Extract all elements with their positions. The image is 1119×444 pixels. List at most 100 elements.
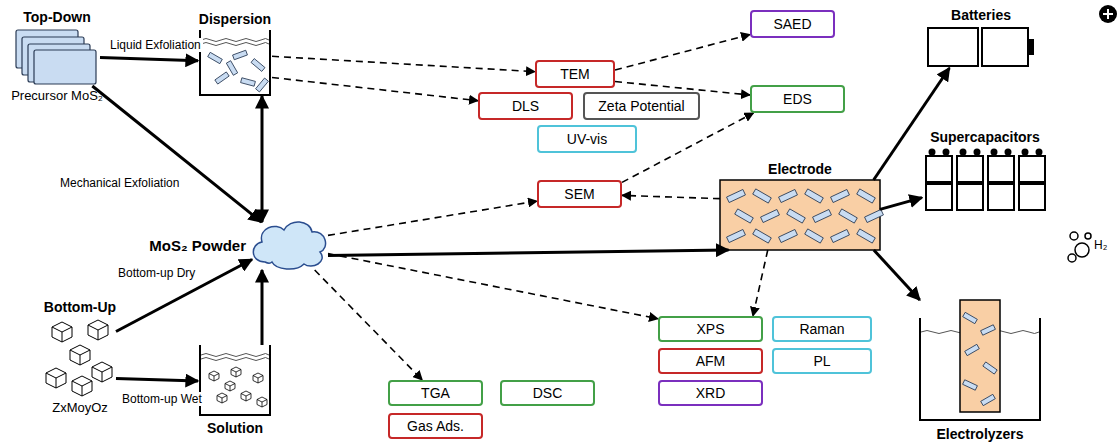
cube <box>52 322 72 342</box>
method-box: AFM <box>658 348 763 374</box>
node-title: Electrode <box>768 161 832 177</box>
terminal <box>975 150 980 155</box>
cube <box>209 371 219 381</box>
node-title: Batteries <box>951 7 1011 23</box>
precursor-cubes <box>209 367 267 407</box>
flake <box>753 229 772 243</box>
electrode-sheet <box>720 180 880 250</box>
edge-label: Liquid Exfoliation <box>108 38 203 52</box>
flake <box>787 209 806 223</box>
flakes <box>208 50 269 92</box>
edge-label: Bottom-up Dry <box>116 266 197 280</box>
cube <box>70 345 90 365</box>
cube <box>46 368 66 388</box>
method-box: DSC <box>500 380 595 406</box>
characterization-arrow <box>328 254 658 319</box>
process-arrow <box>880 198 922 210</box>
dispersion-beaker <box>200 30 270 95</box>
flake <box>831 229 850 242</box>
box-label: Gas Ads. <box>407 418 464 434</box>
battery-icon <box>928 28 1033 66</box>
process-arrow <box>92 86 261 222</box>
edge-label: Mechanical Exfoliation <box>58 176 181 190</box>
gas-label: H₂ <box>1094 238 1107 252</box>
flake <box>831 189 850 202</box>
flake <box>779 189 798 202</box>
edge-label: Bottom-up Wet <box>120 392 204 406</box>
flakes <box>727 189 884 243</box>
method-box: TEM <box>535 60 615 88</box>
method-box: Raman <box>772 316 872 342</box>
flake <box>813 209 832 222</box>
box-label: DSC <box>533 385 563 401</box>
powder-cloud: MoS₂ Powder <box>252 222 328 270</box>
cell <box>957 184 983 210</box>
method-box: EDS <box>750 85 845 113</box>
process-arrow <box>261 96 264 222</box>
battery: Batteries <box>926 26 1036 68</box>
node-title: Supercapacitors <box>930 129 1040 145</box>
box-label: UV-vis <box>567 131 607 147</box>
dispersion-beaker: Dispersion <box>198 30 272 96</box>
node-caption: ZxMoyOz <box>52 401 108 416</box>
characterization-arrow <box>328 201 537 235</box>
box-label: TGA <box>421 385 450 401</box>
characterization-arrow <box>615 35 750 71</box>
process-arrow <box>874 250 920 300</box>
method-box: DLS <box>478 92 573 120</box>
node-title: Electrolyzers <box>936 426 1023 442</box>
flake <box>727 189 746 202</box>
flake <box>753 189 772 203</box>
terminal <box>1006 150 1011 155</box>
method-box: SEM <box>537 180 622 208</box>
cell <box>926 156 952 182</box>
cell <box>1019 184 1045 210</box>
cube <box>225 381 235 391</box>
flake <box>251 59 265 72</box>
box-label: XPS <box>696 321 724 337</box>
characterization-arrow <box>622 113 753 182</box>
box-label: TEM <box>560 66 590 82</box>
cube <box>241 391 251 401</box>
supercapacitor-icon <box>926 150 1045 211</box>
cube <box>72 376 92 396</box>
method-box: UV-vis <box>537 125 637 153</box>
terminal <box>1037 150 1042 155</box>
flakes <box>963 312 998 405</box>
characterization-arrow <box>753 250 768 316</box>
terminal <box>944 150 949 155</box>
method-box: TGA <box>388 380 483 406</box>
precursor-sheets: Top-DownPrecursor MoS₂ <box>14 28 100 86</box>
precursor-cubes <box>46 320 112 396</box>
solution-beaker <box>200 345 270 415</box>
terminal <box>992 150 997 155</box>
flake <box>965 344 980 355</box>
electrode: Electrode <box>720 180 880 250</box>
node-caption: Precursor MoS₂ <box>11 89 103 104</box>
node-title: Dispersion <box>199 11 271 27</box>
gas-bubbles <box>1068 232 1091 262</box>
flake <box>241 78 256 86</box>
node-title: Top-Down <box>23 9 90 25</box>
powder-cloud <box>253 222 325 269</box>
cube <box>257 397 267 407</box>
flake <box>735 209 754 223</box>
cell <box>988 156 1014 182</box>
process-arrow <box>116 378 198 380</box>
flake <box>983 362 997 374</box>
flake <box>805 189 824 203</box>
flake <box>981 325 996 335</box>
method-box: Gas Ads. <box>388 413 483 439</box>
electrolyzer: Electrolyzers <box>918 300 1042 422</box>
characterization-arrow <box>272 77 478 100</box>
cube <box>88 320 108 340</box>
node-title: MoS₂ Powder <box>149 237 246 254</box>
process-arrow <box>116 260 252 332</box>
cube <box>231 367 241 377</box>
terminal <box>930 150 935 155</box>
precursor-cubes: Bottom-UpZxMoyOz <box>44 318 116 398</box>
flake <box>963 312 978 323</box>
box-label: EDS <box>783 91 812 107</box>
box-label: SEM <box>564 186 594 202</box>
process-arrow <box>261 270 264 345</box>
